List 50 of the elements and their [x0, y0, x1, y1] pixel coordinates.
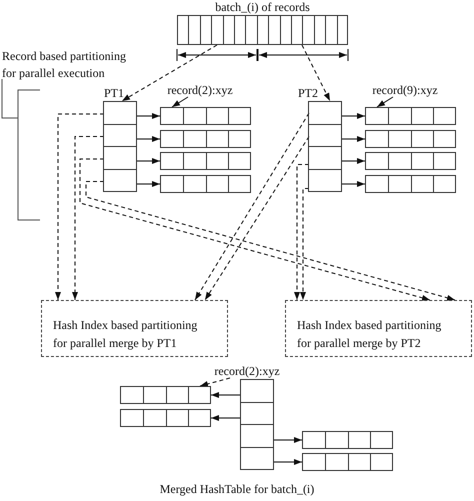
arrow — [272, 437, 302, 443]
arrow — [340, 113, 366, 119]
dashed-arrow — [122, 44, 218, 102]
dashed-arrow — [300, 188, 310, 300]
table-heading: batch_(i) of records — [215, 0, 310, 14]
record-chain — [302, 431, 393, 449]
arrow — [340, 136, 366, 142]
arrow — [272, 459, 302, 465]
record-chain — [160, 152, 251, 170]
partition-text: Hash Index based partitioning for parallel merge by PT1 — [53, 317, 198, 352]
record-chain — [365, 175, 456, 193]
table-heading: PT1 — [104, 86, 124, 100]
partition-box — [41, 300, 228, 357]
table-heading: PT2 — [298, 86, 318, 100]
record-chain — [120, 409, 211, 427]
record-chain — [160, 130, 251, 148]
caption: Merged HashTable for batch_(i) — [158, 482, 316, 497]
dashed-arrow — [194, 112, 310, 300]
partition-text: Hash Index based partitioning for parallel merge by PT2 — [297, 317, 442, 352]
arrow — [136, 158, 160, 164]
record-label: record(2):xyz — [163, 83, 237, 97]
arrow — [340, 158, 366, 164]
dashed-arrow — [294, 164, 310, 300]
record-chain — [365, 130, 456, 148]
record-chain — [365, 107, 456, 125]
leader-line — [172, 96, 188, 108]
hash-table — [240, 379, 274, 470]
dashed-arrow — [86, 181, 456, 301]
dashed-arrow — [72, 136, 104, 300]
arrow — [210, 392, 242, 398]
dashed-arrow — [55, 114, 104, 300]
record-chain — [302, 453, 393, 471]
note-text: Record based partitioning for parallel execution — [2, 48, 127, 82]
record-chain — [160, 175, 251, 193]
arrow — [136, 113, 160, 119]
record-chain — [160, 107, 251, 125]
arrow — [340, 181, 366, 187]
dashed-arrow — [302, 44, 330, 102]
leader-line — [376, 96, 394, 108]
dashed-arrow — [204, 136, 310, 300]
record-label: record(9):xyz — [368, 83, 442, 97]
record-chain — [120, 386, 211, 404]
partition-box — [285, 300, 472, 357]
arrow — [210, 415, 242, 421]
record-chain — [365, 152, 456, 170]
arrow — [136, 181, 160, 187]
arrow — [136, 136, 160, 142]
record-label: record(2):xyz — [210, 364, 284, 378]
dashed-arrow — [80, 158, 430, 301]
leader-line — [200, 378, 230, 387]
